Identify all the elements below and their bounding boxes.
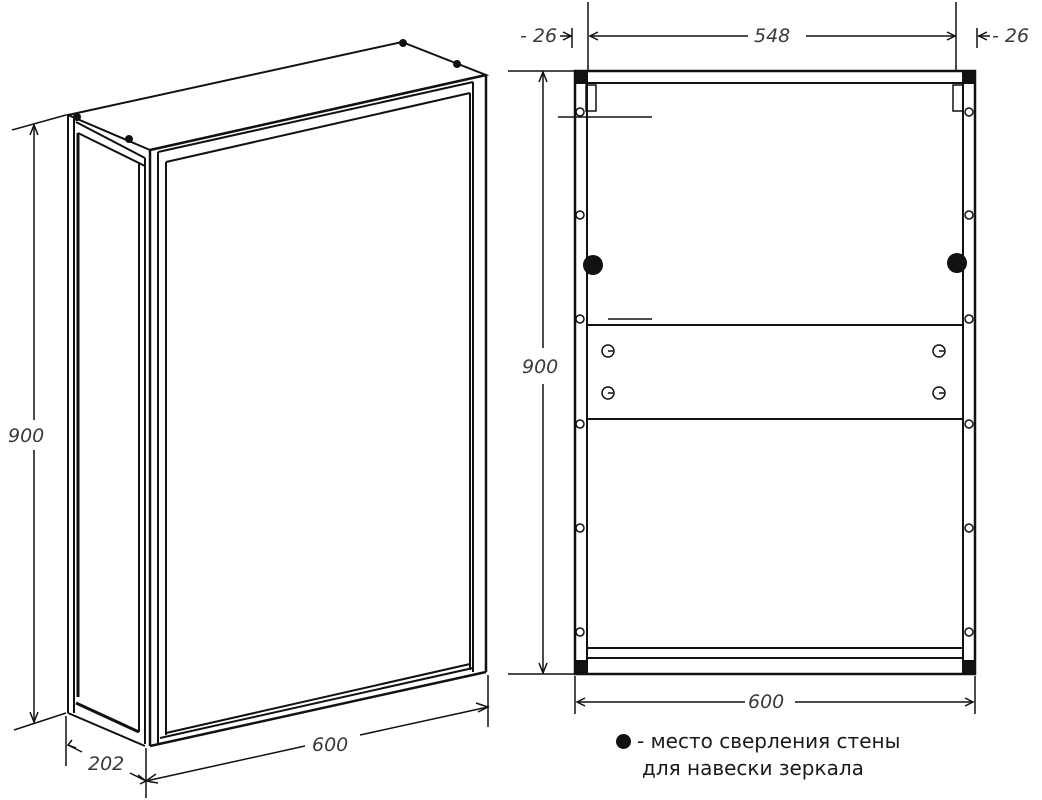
cabinet-isometric (64, 39, 490, 748)
legend-line-2: для навески зеркала (642, 756, 864, 780)
iso-dimension-lines (11, 114, 490, 798)
legend: - место сверления стены для навески зерк… (616, 728, 900, 782)
front-height-label: 900 (522, 356, 558, 378)
iso-height-label: 900 (8, 425, 44, 447)
front-right-offset-label: - 26 (992, 25, 1029, 47)
front-width-label: 600 (748, 691, 784, 713)
front-left-offset-label: - 26 (520, 25, 557, 47)
cabinet-front-view (558, 69, 977, 676)
front-dimension-lines (508, 2, 990, 714)
drill-point-icon (616, 734, 631, 749)
iso-width-label: 600 (312, 734, 348, 756)
legend-line-1: - место сверления стены (616, 728, 900, 755)
drill-point-right (947, 253, 967, 273)
drill-point-left (583, 255, 603, 275)
front-inner-width-label: 548 (754, 25, 790, 47)
iso-depth-label: 202 (88, 753, 124, 775)
